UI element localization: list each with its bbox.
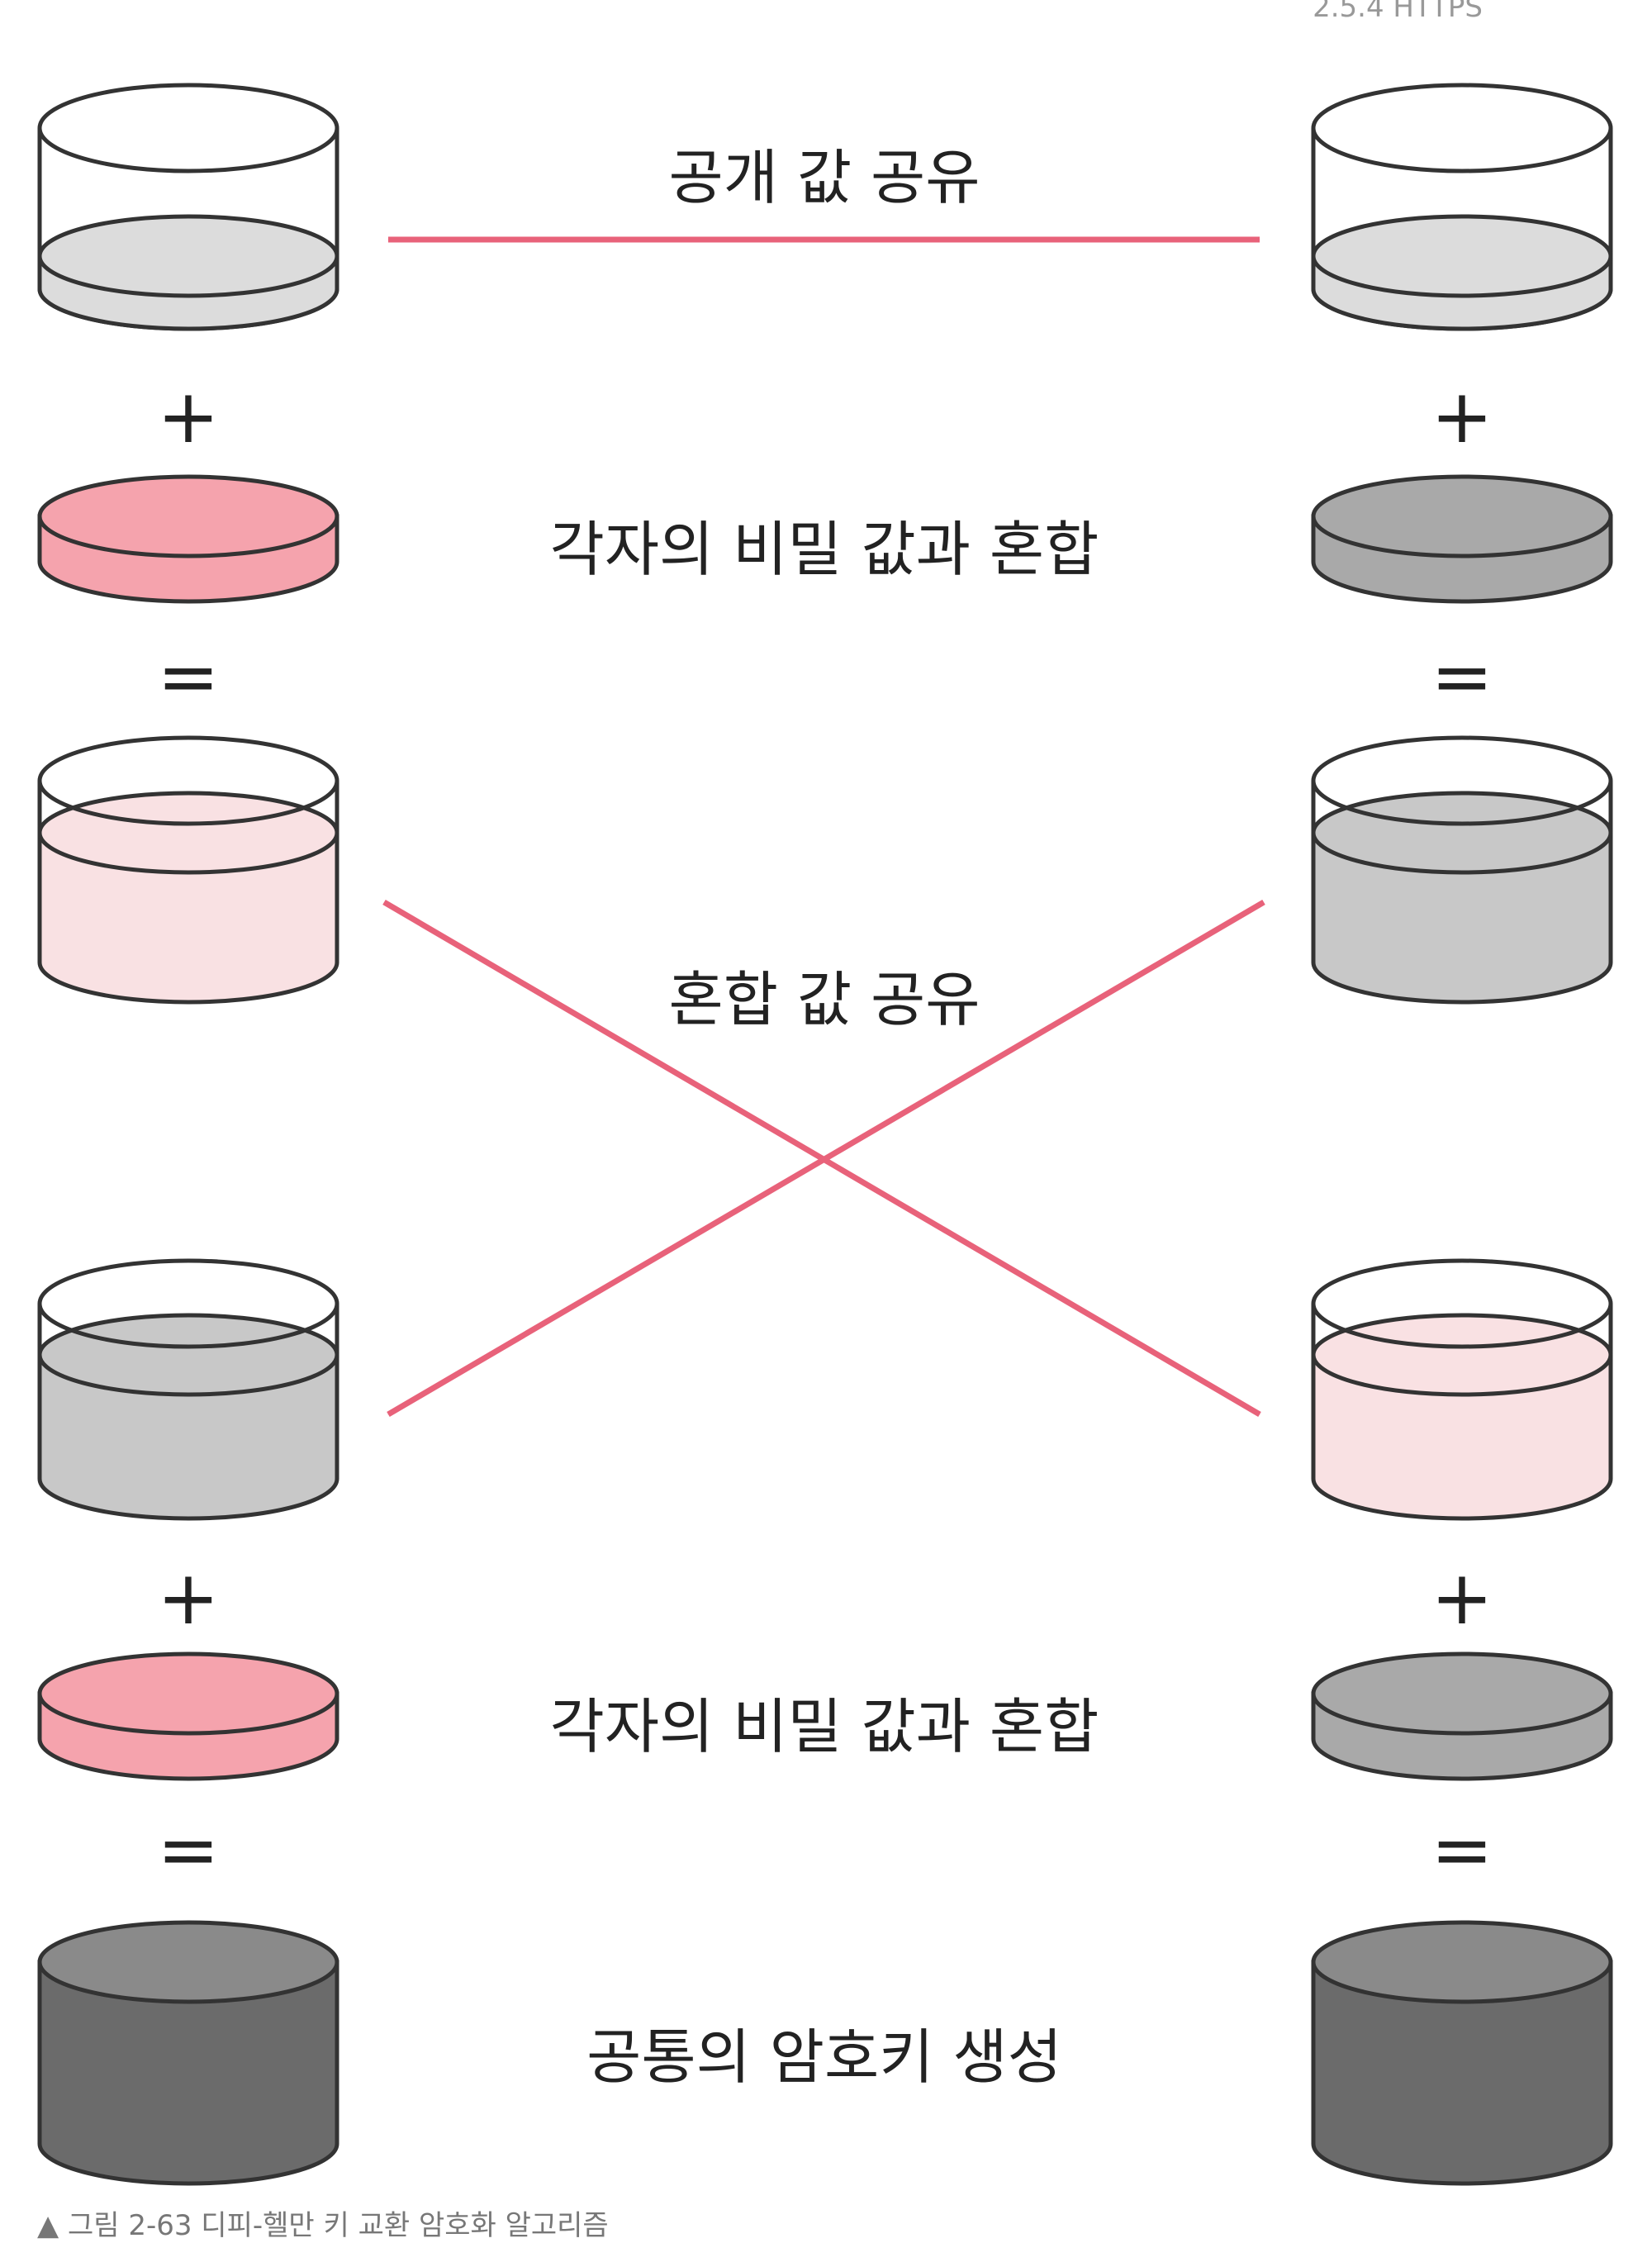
left-received-container <box>37 1258 339 1521</box>
figure-caption: ▲ 그림 2-63 디피-헬만 키 교환 암호화 알고리즘 <box>37 2209 609 2242</box>
right-secret-disc <box>1311 474 1613 604</box>
left-public-container <box>37 83 339 331</box>
mixed-share-arrow-right-to-left <box>387 899 1265 1418</box>
equals-operator-left-1: = <box>157 634 219 720</box>
label-common-key: 공통의 암호키 생성 <box>586 2022 1062 2092</box>
equals-operator-right-2: = <box>1431 1807 1493 1894</box>
left-mixed-container <box>37 735 339 1005</box>
label-share-mixed-bg <box>644 958 1008 1037</box>
label-share-public: 공개 값 공유 <box>669 143 980 212</box>
equals-operator-right-1: = <box>1431 634 1493 720</box>
label-share-mixed: 혼합 값 공유 <box>669 965 980 1034</box>
plus-operator-left-1: + <box>157 373 219 460</box>
plus-operator-right-2: + <box>1431 1555 1493 1642</box>
left-common-key-container <box>37 1920 339 2186</box>
plus-operator-right-1: + <box>1431 373 1493 460</box>
label-mix-secret-2: 각자의 비밀 값과 혼합 <box>550 1692 1099 1761</box>
right-received-container <box>1311 1258 1613 1521</box>
right-secret-disc-2 <box>1311 1651 1613 1781</box>
right-common-key-container <box>1311 1920 1613 2186</box>
left-secret-disc-2 <box>37 1651 339 1781</box>
right-mixed-container <box>1311 735 1613 1005</box>
plus-operator-left-2: + <box>157 1555 219 1642</box>
left-secret-disc <box>37 474 339 604</box>
label-mix-secret-1: 각자의 비밀 값과 혼합 <box>550 515 1099 584</box>
equals-operator-left-2: = <box>157 1807 219 1894</box>
right-public-container <box>1311 83 1613 331</box>
section-label: 2.5.4 HTTPS <box>1313 0 1483 24</box>
